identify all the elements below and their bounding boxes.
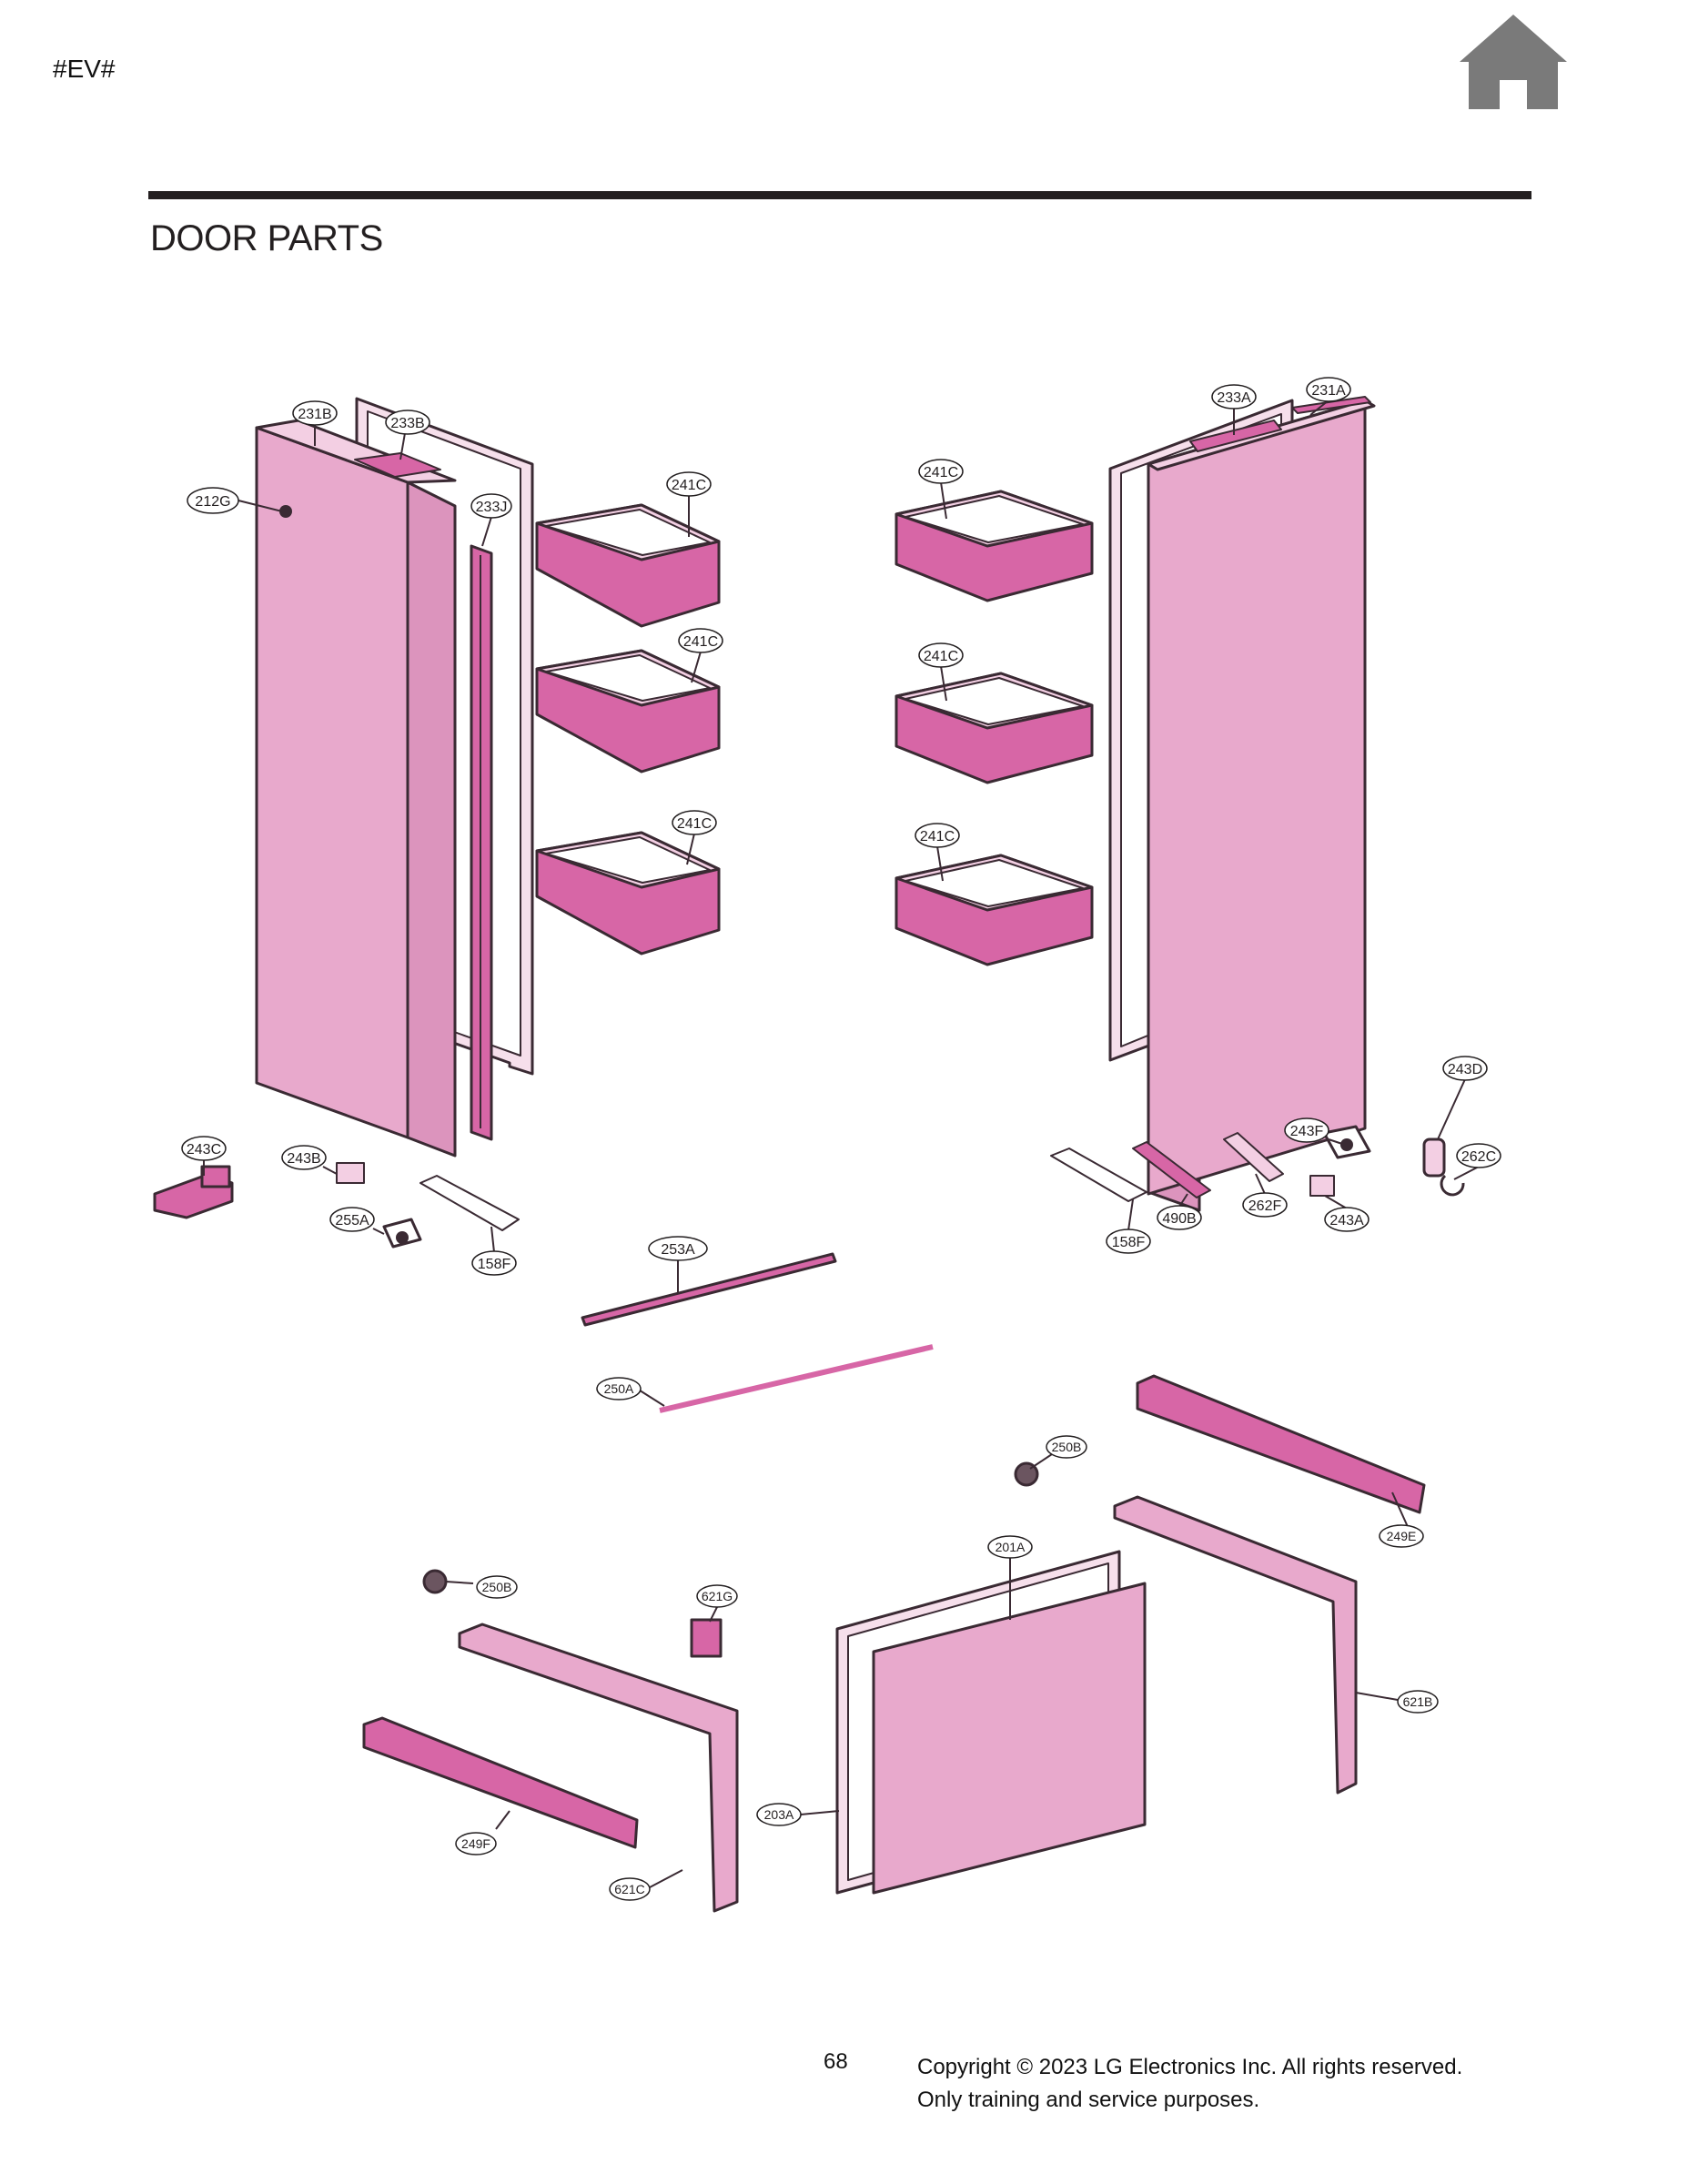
label-249F: 249F	[455, 1832, 497, 1855]
svg-text:490B: 490B	[1162, 1211, 1196, 1227]
copyright-line: Copyright © 2023 LG Electronics Inc. All…	[917, 2055, 1463, 2079]
svg-text:253A: 253A	[661, 1242, 695, 1258]
label-243B: 243B	[281, 1145, 327, 1170]
label-231A: 231A	[1306, 377, 1351, 402]
gear-250B-right	[1014, 1461, 1039, 1487]
svg-text:241C: 241C	[924, 649, 958, 664]
svg-text:203A: 203A	[764, 1807, 794, 1822]
home-icon[interactable]	[1460, 15, 1567, 109]
label-241C: 241C	[678, 628, 723, 653]
label-233B: 233B	[385, 410, 430, 435]
svg-text:212G: 212G	[195, 494, 230, 510]
header-rule	[148, 191, 1531, 199]
right-door-assembly	[1108, 396, 1376, 1212]
svg-text:241C: 241C	[672, 478, 706, 493]
label-158F: 158F	[471, 1250, 517, 1276]
page-title: DOOR PARTS	[150, 218, 383, 258]
svg-text:621B: 621B	[1403, 1694, 1433, 1709]
label-212G: 212G	[187, 487, 239, 514]
svg-text:243C: 243C	[187, 1142, 221, 1158]
svg-text:243A: 243A	[1329, 1213, 1364, 1228]
gear-250B-left	[422, 1569, 448, 1594]
rail-249F	[362, 1716, 639, 1849]
label-253A: 253A	[648, 1236, 708, 1261]
label-233A: 233A	[1211, 384, 1257, 410]
bracket-621C	[458, 1623, 739, 1913]
label-621G: 621G	[696, 1584, 738, 1608]
svg-text:233B: 233B	[390, 416, 424, 431]
svg-text:241C: 241C	[920, 829, 955, 844]
label-250B: 250B	[476, 1575, 518, 1599]
svg-text:241C: 241C	[924, 465, 958, 480]
svg-text:201A: 201A	[996, 1540, 1026, 1554]
svg-text:250A: 250A	[604, 1381, 634, 1396]
page-number: 68	[824, 2049, 848, 2074]
label-243D: 243D	[1442, 1056, 1488, 1081]
footer-copyright: Copyright © 2023 LG Electronics Inc. All…	[917, 2051, 1462, 2117]
hinge-parts-left	[153, 1162, 520, 1249]
svg-text:243F: 243F	[1290, 1124, 1324, 1139]
svg-text:243B: 243B	[287, 1151, 320, 1167]
svg-text:158F: 158F	[478, 1257, 511, 1272]
svg-text:621C: 621C	[614, 1882, 644, 1896]
label-233J: 233J	[470, 493, 512, 519]
label-241C: 241C	[918, 459, 964, 484]
svg-text:233J: 233J	[476, 500, 508, 515]
label-201A: 201A	[987, 1535, 1033, 1559]
label-262F: 262F	[1242, 1192, 1288, 1218]
label-241C: 241C	[918, 642, 964, 668]
label-241C: 241C	[666, 471, 712, 497]
label-490B: 490B	[1157, 1205, 1202, 1230]
bracket-621B	[1113, 1495, 1358, 1795]
label-621B: 621B	[1397, 1690, 1439, 1714]
hinge-parts-right	[1050, 1125, 1465, 1202]
svg-text:621G: 621G	[702, 1589, 733, 1603]
svg-text:249E: 249E	[1387, 1529, 1417, 1543]
door-bins-left	[535, 503, 721, 956]
drawer-door-201A	[835, 1550, 1147, 1895]
label-262C: 262C	[1456, 1143, 1501, 1168]
part-250A-rod	[659, 1344, 934, 1413]
svg-text:262F: 262F	[1248, 1198, 1282, 1214]
svg-text:231A: 231A	[1311, 383, 1346, 399]
svg-text:255A: 255A	[335, 1213, 369, 1228]
part-253A-bar	[581, 1252, 837, 1327]
usage-line: Only training and service purposes.	[917, 2088, 1260, 2112]
svg-text:250B: 250B	[1052, 1440, 1082, 1454]
svg-text:158F: 158F	[1112, 1235, 1146, 1250]
label-243C: 243C	[181, 1136, 227, 1161]
svg-text:241C: 241C	[683, 634, 718, 650]
label-250A: 250A	[596, 1377, 642, 1400]
label-255A: 255A	[329, 1207, 375, 1232]
label-250B: 250B	[1046, 1435, 1087, 1459]
label-243F: 243F	[1284, 1117, 1329, 1143]
label-241C: 241C	[672, 810, 717, 835]
label-621C: 621C	[609, 1877, 651, 1901]
label-243A: 243A	[1324, 1207, 1370, 1232]
svg-text:262C: 262C	[1461, 1149, 1496, 1165]
rail-249E	[1136, 1374, 1426, 1514]
door-bins-right	[895, 490, 1094, 966]
svg-text:231B: 231B	[298, 407, 331, 422]
label-203A: 203A	[756, 1803, 802, 1826]
svg-text:250B: 250B	[482, 1580, 512, 1594]
document-tag: #EV#	[53, 55, 116, 83]
label-231B: 231B	[292, 400, 338, 426]
svg-text:241C: 241C	[677, 816, 712, 832]
clip-621G	[690, 1618, 723, 1658]
svg-text:233A: 233A	[1217, 390, 1251, 406]
svg-text:243D: 243D	[1448, 1062, 1482, 1077]
left-door-assembly	[255, 397, 534, 1158]
svg-text:249F: 249F	[461, 1836, 490, 1851]
label-158F: 158F	[1106, 1228, 1151, 1254]
label-249E: 249E	[1379, 1524, 1424, 1548]
label-241C: 241C	[915, 823, 960, 848]
